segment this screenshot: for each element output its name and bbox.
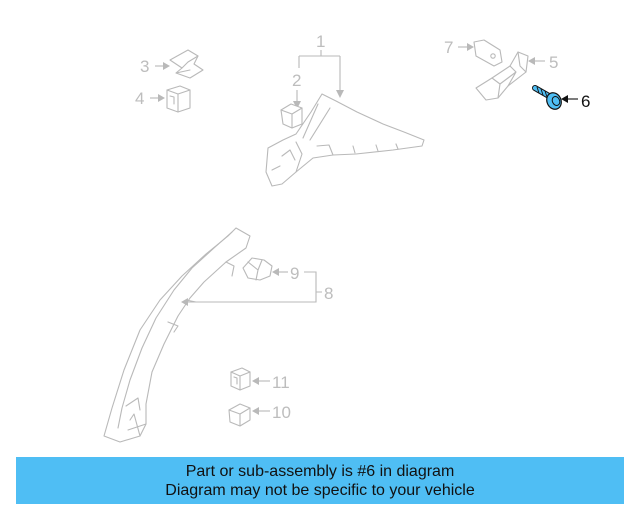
callout-10[interactable]: 10 [252, 403, 291, 422]
callout-3-arrow [163, 62, 170, 70]
callout-8-arrow [181, 298, 188, 306]
part-4-retainer[interactable] [166, 85, 191, 113]
callout-2-arrow [293, 101, 301, 109]
callout-1-leader [298, 50, 341, 93]
callout-6-arrow [561, 95, 568, 103]
callout-8-leader [186, 271, 322, 303]
banner-line-part: Part or sub-assembly is #6 in diagram [185, 462, 455, 480]
info-banner: Part or sub-assembly is #6 in diagram Di… [16, 457, 624, 504]
banner-line-disclaimer: Diagram may not be specific to your vehi… [165, 481, 475, 499]
callout-1-label: 1 [316, 32, 325, 51]
callout-1-arrow [336, 90, 344, 98]
callout-1[interactable]: 1 [298, 32, 344, 98]
callout-4-label: 4 [135, 89, 144, 108]
callout-7-arrow [467, 43, 474, 51]
part-11-retainer[interactable] [230, 367, 251, 391]
callout-11-label: 11 [272, 373, 290, 392]
part-6-screw[interactable] [532, 85, 564, 112]
callout-11[interactable]: 11 [252, 373, 290, 392]
callout-9-label: 9 [290, 264, 299, 283]
part-8-pillar-trim[interactable] [103, 227, 251, 443]
part-2-clip[interactable] [280, 103, 303, 129]
part-10-clip[interactable] [228, 403, 251, 427]
callout-4[interactable]: 4 [135, 89, 165, 108]
callout-9[interactable]: 9 [272, 264, 299, 283]
part-3-bracket[interactable] [169, 49, 204, 79]
callout-5[interactable]: 5 [528, 53, 558, 72]
callout-9-arrow [272, 268, 279, 276]
callout-8[interactable]: 8 [181, 271, 333, 306]
callout-3-label: 3 [140, 57, 149, 76]
callout-11-arrow [252, 377, 259, 385]
callout-6-label: 6 [581, 92, 590, 111]
part-7-bracket[interactable] [473, 39, 503, 67]
part-9-fastener[interactable] [242, 257, 273, 281]
callout-6[interactable]: 6 [561, 92, 590, 111]
part-5-bracket[interactable] [475, 51, 529, 101]
callout-8-label: 8 [324, 284, 333, 303]
part-1-quarter-trim-panel[interactable] [265, 93, 425, 187]
callout-10-label: 10 [272, 403, 291, 422]
callout-5-label: 5 [549, 53, 558, 72]
callout-10-arrow [252, 407, 259, 415]
callout-2-label: 2 [292, 71, 301, 90]
callout-2[interactable]: 2 [292, 71, 301, 109]
callout-7[interactable]: 7 [444, 38, 474, 57]
callout-7-label: 7 [444, 38, 453, 57]
callout-4-arrow [158, 94, 165, 102]
callout-3[interactable]: 3 [140, 57, 170, 76]
callout-5-arrow [528, 57, 535, 65]
